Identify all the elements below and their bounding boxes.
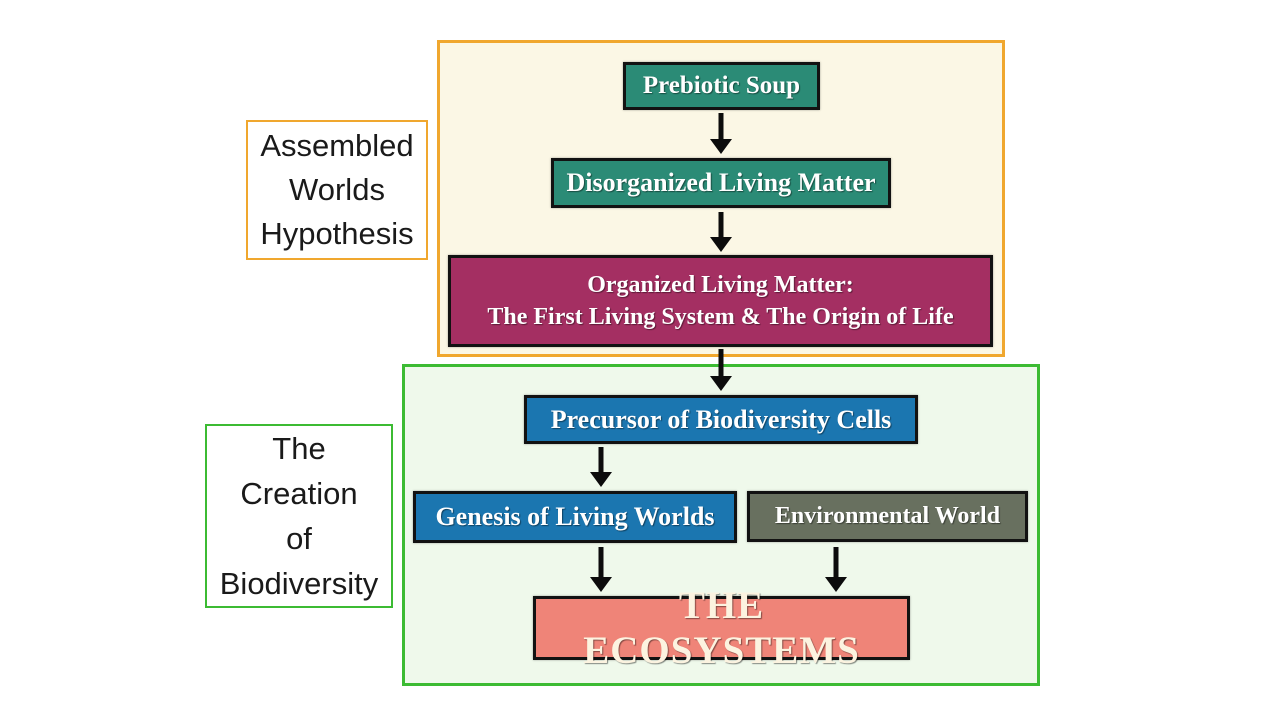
- creation-of-biodiversity-label-line: of: [286, 521, 312, 556]
- arrow-environmental-to-ecosystems: [825, 547, 847, 592]
- node-label: Precursor of Biodiversity Cells: [550, 404, 892, 434]
- arrow-genesis-to-ecosystems: [590, 547, 612, 592]
- arrow-head-icon: [825, 577, 847, 592]
- arrow-stem: [718, 212, 724, 238]
- arrow-stem: [718, 113, 724, 140]
- arrow-head-icon: [710, 237, 732, 252]
- node-label: Disorganized Living Matter: [566, 168, 876, 197]
- node-label: Prebiotic Soup: [642, 72, 801, 99]
- node-label-line: The First Living System & The Origin of …: [487, 304, 954, 330]
- node-label: THE ECOSYSTEMS: [583, 584, 860, 672]
- arrow-head-icon: [590, 472, 612, 487]
- arrow-disorganized-to-organized: [710, 212, 732, 252]
- node-precursor-of-biodiversity-cells: Precursor of Biodiversity Cells: [524, 395, 918, 444]
- creation-of-biodiversity-label-line: Creation: [240, 476, 358, 511]
- node-label: Environmental World: [774, 503, 1001, 529]
- arrow-organized-to-precursor: [710, 349, 732, 391]
- creation-of-biodiversity-label-box: The Creation of Biodiversity: [205, 424, 393, 608]
- assembled-worlds-label-line: Hypothesis: [260, 216, 414, 251]
- arrow-stem: [598, 447, 604, 473]
- assembled-worlds-label-box: Assembled Worlds Hypothesis: [246, 120, 428, 260]
- assembled-worlds-label-line: Worlds: [289, 172, 385, 207]
- node-organized-living-matter: Organized Living Matter: The First Livin…: [448, 255, 993, 347]
- arrow-head-icon: [590, 577, 612, 592]
- creation-of-biodiversity-label-line: The: [272, 431, 326, 466]
- node-label-line: Organized Living Matter:: [587, 272, 854, 298]
- arrow-prebiotic-to-disorganized: [710, 113, 732, 154]
- arrow-stem: [718, 349, 724, 377]
- node-genesis-of-living-worlds: Genesis of Living Worlds: [413, 491, 737, 543]
- node-prebiotic-soup: Prebiotic Soup: [623, 62, 820, 110]
- creation-of-biodiversity-label-line: Biodiversity: [219, 566, 379, 601]
- node-the-ecosystems: THE ECOSYSTEMS: [533, 584, 910, 672]
- arrow-head-icon: [710, 376, 732, 391]
- arrow-head-icon: [710, 139, 732, 154]
- node-environmental-world: Environmental World: [747, 491, 1028, 542]
- assembled-worlds-label-line: Assembled: [260, 128, 414, 163]
- arrow-precursor-to-genesis: [590, 447, 612, 487]
- arrow-stem: [598, 547, 604, 578]
- node-label: Genesis of Living Worlds: [435, 502, 715, 531]
- node-disorganized-living-matter: Disorganized Living Matter: [551, 158, 891, 208]
- arrow-stem: [833, 547, 839, 578]
